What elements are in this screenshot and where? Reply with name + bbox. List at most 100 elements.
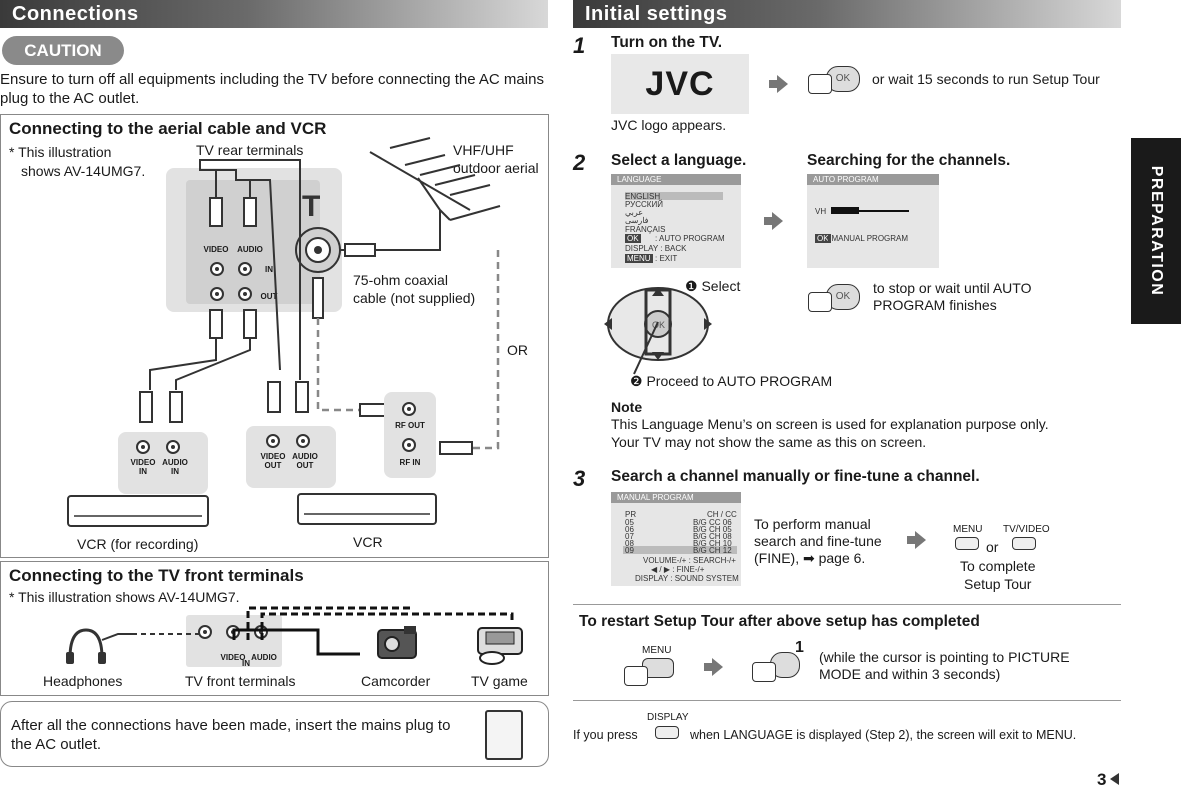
tv-rear-panel xyxy=(166,168,342,312)
auto-program-screen: AUTO PROGRAM VH OK : MANUAL PROGRAM xyxy=(807,174,939,268)
stop-text-line1: to stop or wait until AUTO xyxy=(873,280,1032,296)
vcr-out-jacks xyxy=(246,426,336,488)
note-line2: Your TV may not show the same as this on… xyxy=(611,434,927,450)
tv-rear-label: TV rear terminals xyxy=(196,142,304,158)
divider xyxy=(573,604,1121,605)
initial-settings-header: Initial settings xyxy=(573,0,1121,28)
preparation-tab: PREPARATION xyxy=(1131,138,1181,324)
display-suffix: when LANGUAGE is displayed (Step 2), the… xyxy=(690,728,1077,742)
vcr-rec-audio-label: AUDIO xyxy=(162,458,188,467)
note-line1: This Language Menu’s on screen is used f… xyxy=(611,416,1049,432)
front-audio-label: AUDIO xyxy=(251,653,277,662)
vcr-video-label: VIDEO xyxy=(260,452,286,461)
searching-title: Searching for the channels. xyxy=(807,152,1011,169)
tv-audio-out-jack xyxy=(238,287,252,301)
vcr-audio-out-jack xyxy=(296,434,310,448)
svg-text:OK: OK xyxy=(652,320,665,330)
camcorder-label: Camcorder xyxy=(361,673,431,689)
rf-in-label: RF IN xyxy=(399,458,421,467)
vcr-rec-in2-label: IN xyxy=(171,467,179,476)
restart-menu-label: MENU xyxy=(642,645,672,656)
connections-header: Connections xyxy=(0,0,548,28)
vcr-video-out-jack xyxy=(266,434,280,448)
caution-text: Ensure to turn off all equipments includ… xyxy=(0,71,544,107)
step1-number: 1 xyxy=(573,33,586,58)
rf-out-jack xyxy=(402,402,416,416)
menu-key[interactable] xyxy=(955,537,979,550)
front-in-label: IN xyxy=(242,659,250,668)
aerial-vcr-title: Connecting to the aerial cable and VCR xyxy=(9,119,327,138)
coax-label-line2: cable (not supplied) xyxy=(353,290,476,306)
aerial-vcr-panel: Connecting to the aerial cable and VCR *… xyxy=(0,114,549,558)
tv-out-label: OUT xyxy=(260,292,278,301)
complete-line2: Setup Tour xyxy=(964,576,1032,592)
or-label: OR xyxy=(507,342,528,358)
restart-desc-line1: (while the cursor is pointing to PICTURE xyxy=(819,649,1070,665)
caution-badge: CAUTION xyxy=(2,36,124,65)
final-note-panel: After all the connections have been made… xyxy=(0,701,549,767)
vcr-rec-video-label: VIDEO xyxy=(130,458,156,467)
ok-button-icon: OK xyxy=(808,282,860,312)
key-one-label: 1 xyxy=(795,639,804,656)
front-headphone-jack xyxy=(198,625,212,639)
page-arrow-icon xyxy=(1110,773,1119,785)
aerial-label-line1: VHF/UHF xyxy=(453,142,514,158)
ok-button-icon: OK xyxy=(808,64,860,94)
arrow-right-icon xyxy=(769,75,788,93)
lang-item-arabic[interactable]: عربي xyxy=(625,208,644,217)
step1-wait-text: or wait 15 seconds to run Setup Tour xyxy=(872,71,1100,87)
illustration-note-line1: * This illustration xyxy=(9,144,112,160)
restart-title: To restart Setup Tour after above setup … xyxy=(579,613,980,630)
front-terminals-title: Connecting to the TV front terminals xyxy=(9,566,304,585)
stop-text-line2: PROGRAM finishes xyxy=(873,297,997,313)
vcr-out2-label: OUT xyxy=(296,461,314,470)
step2-title: Select a language. xyxy=(611,152,747,169)
front-terminals-panel: Connecting to the TV front terminals * T… xyxy=(0,561,549,696)
page-number: 3 xyxy=(1097,770,1107,789)
manual-desc-line3: (FINE), ➡ page 6. xyxy=(754,550,866,566)
vcr-rec-in1-label: IN xyxy=(139,467,147,476)
tvvideo-key-label: TV/VIDEO xyxy=(1003,524,1050,535)
vcr-out1-label: OUT xyxy=(264,461,282,470)
lang-item-english[interactable]: ENGLISH xyxy=(625,192,661,201)
tv-in-label: IN xyxy=(265,265,273,274)
vcr-rec-video-jack xyxy=(136,440,150,454)
display-key[interactable] xyxy=(655,726,679,739)
tv-video-label: VIDEO xyxy=(203,245,229,254)
divider xyxy=(573,700,1121,701)
arrow-right-icon xyxy=(764,212,783,230)
display-key-label: DISPLAY xyxy=(647,712,689,723)
lang-item-french[interactable]: FRANÇAIS xyxy=(625,225,666,234)
menu-key-label: MENU xyxy=(953,524,983,535)
step2-number: 2 xyxy=(573,150,586,175)
rf-out-label: RF OUT xyxy=(395,421,425,430)
proceed-instruction: ❷ Proceed to AUTO PROGRAM xyxy=(630,373,833,389)
ac-outlet-icon xyxy=(485,710,523,760)
tv-game-label: TV game xyxy=(471,673,528,689)
vcr-recording-jacks xyxy=(118,432,208,494)
one-press-icon xyxy=(752,650,804,682)
tv-video-in-jack xyxy=(210,262,224,276)
aerial-label-line2: outdoor aerial xyxy=(453,160,539,176)
vcr-label: VCR xyxy=(353,534,383,550)
manual-desc-line1: To perform manual xyxy=(754,516,871,532)
tvvideo-key[interactable] xyxy=(1012,537,1036,550)
lang-item-farsi[interactable]: فارسی xyxy=(625,216,649,225)
select-instruction: ❶ Select xyxy=(685,278,741,294)
final-note-text: After all the connections have been made… xyxy=(11,717,451,753)
jvc-logo-screen: JVC xyxy=(611,54,749,114)
manual-desc-line2: search and fine-tune xyxy=(754,533,882,549)
remote-dpad: OK xyxy=(604,287,712,375)
tv-video-out-jack xyxy=(210,287,224,301)
step1-title: Turn on the TV. xyxy=(611,34,723,51)
headphones-label: Headphones xyxy=(43,673,123,689)
language-menu-screen: LANGUAGE ENGLISH РУССКИЙ عربي فارسی FRAN… xyxy=(611,174,741,268)
rf-in-jack xyxy=(402,438,416,452)
tv-audio-label: AUDIO xyxy=(237,245,263,254)
menu-press-icon xyxy=(624,656,676,686)
lang-item-russian[interactable]: РУССКИЙ xyxy=(625,200,663,209)
jvc-caption: JVC logo appears. xyxy=(611,117,727,133)
display-prefix: If you press xyxy=(573,728,638,742)
vcr-audio-label: AUDIO xyxy=(292,452,318,461)
front-note: * This illustration shows AV-14UMG7. xyxy=(9,589,240,605)
